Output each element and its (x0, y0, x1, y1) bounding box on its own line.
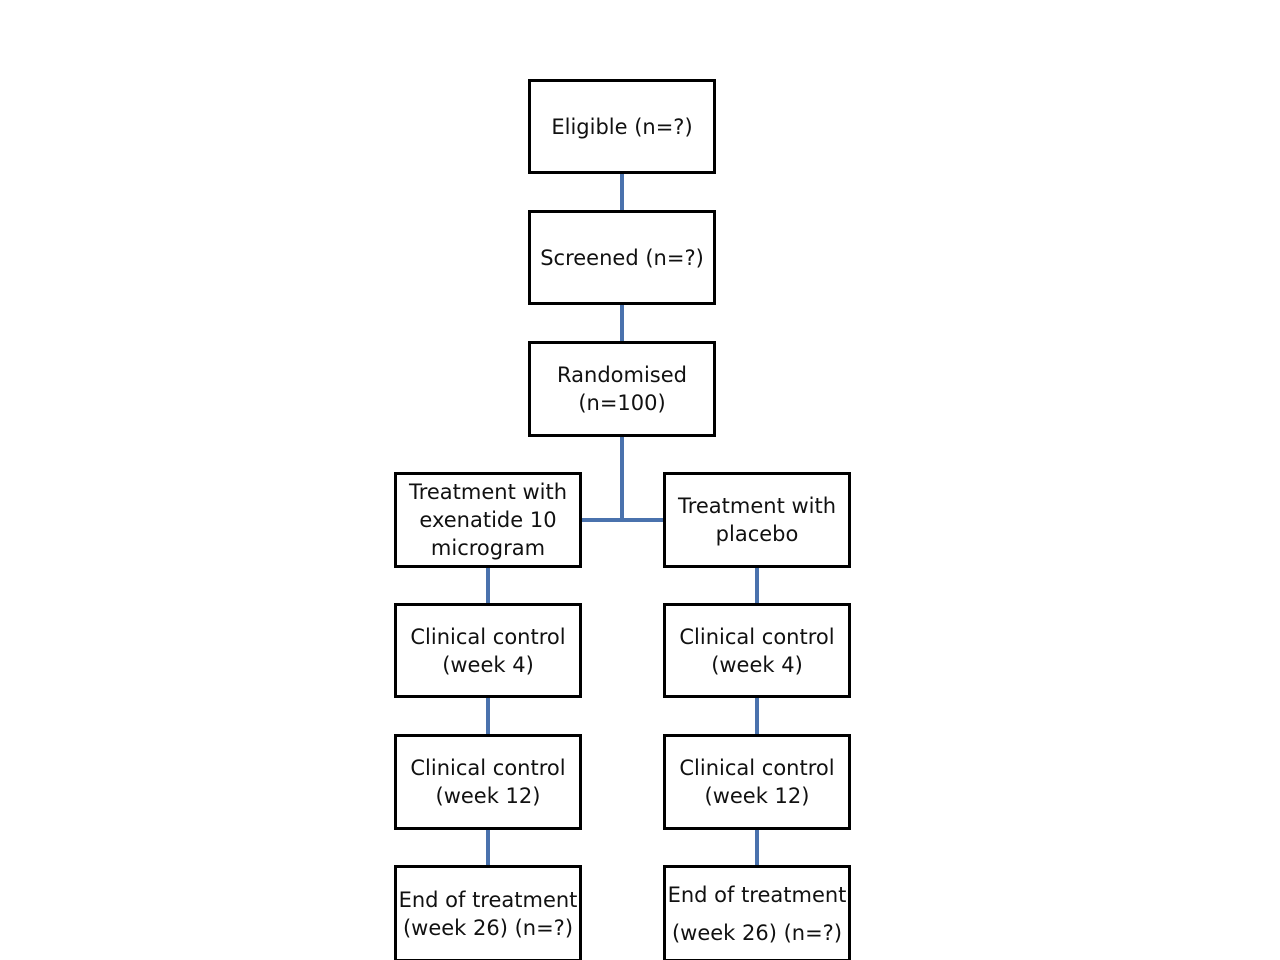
connector-placebo-week12-end (755, 830, 759, 865)
connector-placebo-treatment-week4 (755, 568, 759, 603)
node-treatment-exenatide-line-3: microgram (430, 536, 546, 560)
node-randomised-line-1: Randomised (557, 363, 687, 387)
connector-randomised-down (620, 437, 624, 521)
connector-screened-randomised (620, 305, 624, 341)
connector-exenatide-treatment-week4 (486, 568, 490, 603)
node-treatment-exenatide: Treatment with exenatide 10 microgram (394, 472, 582, 568)
node-exenatide-control-week4-line-2: (week 4) (442, 652, 534, 677)
node-treatment-placebo: Treatment with placebo (663, 472, 851, 568)
connector-placebo-week4-week12 (755, 698, 759, 734)
connector-eligible-screened (620, 174, 624, 210)
node-exenatide-control-week4-line-1: Clinical control (410, 624, 566, 649)
node-placebo-control-week12-line-1: Clinical control (679, 756, 835, 780)
connector-exenatide-week12-end (486, 830, 490, 865)
node-exenatide-control-week4: Clinical control (week 4) (394, 603, 582, 698)
node-exenatide-end-of-treatment: End of treatment (week 26) (n=?) (394, 865, 582, 960)
node-screened: Screened (n=?) (528, 210, 716, 305)
node-randomised-line-2: (n=100) (578, 391, 666, 415)
node-randomised: Randomised (n=100) (528, 341, 716, 437)
node-placebo-control-week4: Clinical control (week 4) (663, 603, 851, 698)
node-placebo-end-line-1: End of treatment (667, 882, 847, 907)
node-treatment-placebo-line-1: Treatment with (677, 494, 837, 518)
node-placebo-control-week12: Clinical control (week 12) (663, 734, 851, 830)
node-placebo-control-week4-line-1: Clinical control (679, 624, 835, 649)
node-screened-line-1: Screened (n=?) (540, 245, 704, 270)
node-exenatide-control-week12-line-1: Clinical control (410, 756, 566, 780)
node-exenatide-control-week12: Clinical control (week 12) (394, 734, 582, 830)
node-placebo-end-of-treatment: End of treatment (week 26) (n=?) (663, 865, 851, 960)
node-treatment-placebo-line-2: placebo (715, 522, 799, 546)
node-exenatide-end-line-1: End of treatment (398, 887, 578, 912)
node-treatment-exenatide-line-2: exenatide 10 (419, 508, 557, 532)
node-treatment-exenatide-line-1: Treatment with (408, 480, 568, 504)
node-exenatide-control-week12-line-2: (week 12) (435, 784, 541, 808)
node-exenatide-end-line-2: (week 26) (n=?) (402, 915, 574, 940)
node-placebo-end-line-2: (week 26) (n=?) (671, 920, 843, 945)
connector-exenatide-week4-week12 (486, 698, 490, 734)
node-placebo-control-week4-line-2: (week 4) (711, 652, 803, 677)
connector-branch-horizontal (582, 518, 663, 522)
node-placebo-control-week12-line-2: (week 12) (704, 784, 810, 808)
node-eligible: Eligible (n=?) (528, 79, 716, 174)
node-eligible-line-1: Eligible (n=?) (551, 114, 693, 139)
